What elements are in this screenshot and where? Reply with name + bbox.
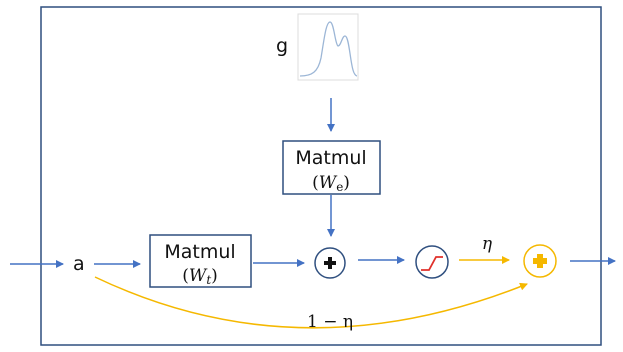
matmul-e-weight: (We) (312, 173, 350, 194)
matmul-e-title: Matmul (295, 147, 366, 169)
matmul-t-title: Matmul (164, 241, 235, 263)
weighted-add-operator-icon (523, 244, 557, 278)
input-g-label: g (276, 35, 288, 57)
input-a-label: a (73, 253, 85, 275)
matmul-t-node: Matmul (Wt) (149, 234, 252, 288)
distribution-plot-icon (297, 13, 359, 81)
add-operator-icon (314, 247, 346, 279)
edge-skip-a-to-weighted-add (94, 276, 528, 329)
matmul-t-weight: (Wt) (182, 266, 218, 287)
activation-function-icon (415, 245, 449, 279)
matmul-e-node: Matmul (We) (282, 140, 381, 195)
eta-label: η (482, 234, 493, 254)
outer-frame (40, 6, 602, 346)
one-minus-eta-label: 1 − η (307, 312, 353, 332)
